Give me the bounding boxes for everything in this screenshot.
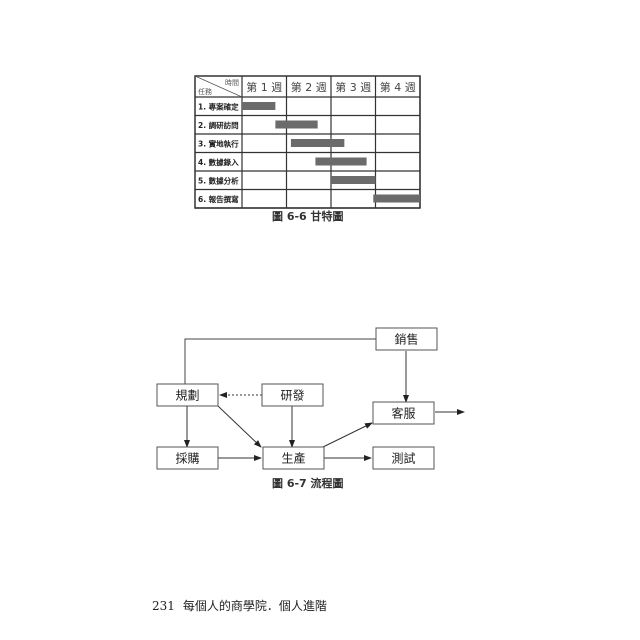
arrow-production-service bbox=[322, 422, 373, 448]
gantt-task-label: 2. 調研訪問 bbox=[198, 120, 239, 130]
node-purchase-label: 採購 bbox=[175, 452, 199, 466]
gantt-week-header: 第 4 週 bbox=[380, 80, 416, 94]
book-title: 每個人的商學院．個人進階 bbox=[182, 599, 327, 613]
node-rd-label: 研發 bbox=[280, 388, 304, 403]
node-rd bbox=[261, 383, 324, 407]
node-production-label: 生產 bbox=[281, 451, 305, 466]
gantt-task-label: 4. 數據錄入 bbox=[198, 157, 239, 167]
gantt-caption: 圖 6-6 甘特圖 bbox=[272, 210, 344, 223]
node-plan bbox=[156, 383, 219, 407]
gantt-task-label: 6. 報告撰寫 bbox=[198, 194, 239, 204]
node-plan-label: 規劃 bbox=[175, 388, 199, 403]
gantt-bar bbox=[315, 157, 367, 166]
node-test-label: 測試 bbox=[391, 451, 415, 466]
node-sales bbox=[375, 327, 438, 351]
flow-caption: 圖 6-7 流程圖 bbox=[272, 477, 344, 490]
gantt-bar bbox=[275, 120, 318, 129]
gantt-bar bbox=[242, 102, 276, 110]
node-sales-label: 銷售 bbox=[394, 332, 418, 347]
gantt-week-header: 第 2 週 bbox=[291, 80, 327, 94]
gantt-corner-diagonal bbox=[194, 75, 243, 98]
gantt-bar bbox=[331, 176, 376, 184]
gantt-week-header: 第 1 週 bbox=[246, 80, 282, 94]
gantt-bar bbox=[373, 194, 420, 203]
node-service-label: 客服 bbox=[391, 406, 415, 421]
gantt-task-label: 1. 專案確定 bbox=[198, 102, 239, 112]
gantt-bar bbox=[290, 139, 345, 147]
gantt-corner-bottom: 任務 bbox=[198, 87, 212, 96]
node-service bbox=[372, 401, 435, 425]
gantt-week-header: 第 3 週 bbox=[335, 80, 371, 94]
page-footer: 231 每個人的商學院．個人進階 bbox=[152, 597, 327, 614]
gantt-chart: 時間任務 第 1 週第 2 週第 3 週第 4 週 1. 專案確定 2. 調研訪問 3.… bbox=[194, 75, 421, 209]
node-purchase bbox=[156, 446, 219, 470]
page-number: 231 bbox=[152, 599, 175, 613]
node-test bbox=[372, 446, 435, 470]
gantt-task-label: 5. 數據分析 bbox=[198, 176, 239, 186]
node-production bbox=[262, 446, 325, 470]
plan-sales-connector bbox=[184, 338, 376, 384]
gantt-task-label: 3. 實地執行 bbox=[198, 139, 239, 149]
arrow-plan-production bbox=[217, 405, 262, 448]
gantt-corner-top: 時間 bbox=[225, 79, 239, 87]
